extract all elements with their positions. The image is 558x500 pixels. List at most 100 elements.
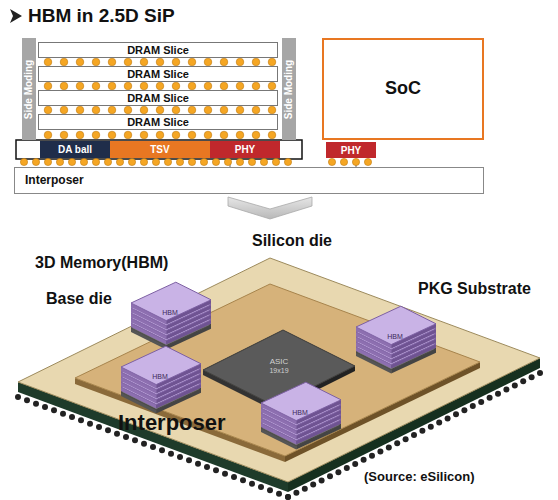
micro-bump <box>76 58 84 66</box>
package-ball <box>386 444 392 450</box>
micro-bump <box>140 82 148 90</box>
package-ball <box>403 436 409 442</box>
node-text: TSV <box>150 144 169 155</box>
c4-bump <box>68 158 75 165</box>
package-ball <box>33 401 39 407</box>
package-ball <box>132 437 138 443</box>
micro-bump <box>108 58 116 66</box>
package-ball <box>335 469 341 475</box>
dram-slice: DRAM Slice <box>38 114 278 130</box>
package-ball <box>487 395 493 401</box>
micro-bump <box>60 131 68 139</box>
package-ball <box>302 486 308 492</box>
c4-bump <box>176 158 183 165</box>
micro-bump <box>92 82 100 90</box>
node-text: Side Moding <box>284 59 295 118</box>
micro-bump <box>140 58 148 66</box>
package-ball <box>537 370 543 376</box>
micro-bump <box>140 131 148 139</box>
micro-bump <box>44 131 52 139</box>
c4-bump <box>236 158 243 165</box>
package-ball <box>87 421 93 427</box>
c4-bump <box>20 158 27 165</box>
package-ball <box>436 420 442 426</box>
package-illustration <box>15 258 543 500</box>
micro-bump <box>252 82 260 90</box>
micro-bump <box>92 106 100 114</box>
phy-region: PHY <box>210 141 280 158</box>
source-note: (Source: eSilicon) <box>364 470 475 485</box>
c4-bump <box>328 158 335 165</box>
part-label: PKG Substrate <box>418 280 531 298</box>
package-ball <box>249 481 255 487</box>
node-text: PHY <box>341 145 362 156</box>
micro-bump <box>204 131 212 139</box>
package-ball <box>78 417 84 423</box>
package-ball <box>204 464 210 470</box>
micro-bump <box>92 131 100 139</box>
c4-bump <box>352 158 359 165</box>
solder-balls <box>20 58 371 165</box>
node-text: SoC <box>385 79 421 99</box>
micro-bump <box>156 82 164 90</box>
soc-box: SoC <box>322 38 484 140</box>
part-label: Base die <box>46 290 112 308</box>
micro-bump <box>140 106 148 114</box>
micro-bump <box>236 82 244 90</box>
part-label: Silicon die <box>252 232 332 250</box>
package-ball <box>24 397 30 403</box>
chip-marking: 19x19 <box>269 367 288 375</box>
side-molding: Side Moding <box>22 38 36 140</box>
package-ball <box>495 391 501 397</box>
da-ball-region: DA ball <box>40 141 110 158</box>
c4-bump <box>44 158 51 165</box>
micro-bump <box>60 106 68 114</box>
micro-bump <box>188 131 196 139</box>
package-ball <box>177 454 183 460</box>
c4-bump <box>92 158 99 165</box>
package-ball <box>285 494 291 500</box>
chip-marking: HBM <box>152 373 168 381</box>
dram-slice: DRAM Slice <box>38 66 278 82</box>
package-ball <box>428 424 434 430</box>
micro-bump <box>92 58 100 66</box>
micro-bump <box>268 58 276 66</box>
package-ball <box>344 465 350 471</box>
micro-bump <box>268 82 276 90</box>
micro-bump <box>76 131 84 139</box>
package-ball <box>276 491 282 497</box>
micro-bump <box>220 131 228 139</box>
micro-bump <box>268 131 276 139</box>
node-text: PHY <box>235 144 256 155</box>
package-ball <box>105 427 111 433</box>
package-ball <box>231 474 237 480</box>
base-die-outline <box>16 140 302 159</box>
package-ball <box>445 415 451 421</box>
dram-layer-top <box>121 346 201 384</box>
c4-bump <box>200 158 207 165</box>
substrate-top <box>18 258 540 482</box>
package-ball <box>293 490 299 496</box>
package-ball <box>411 432 417 438</box>
micro-bump <box>188 58 196 66</box>
package-ball <box>240 477 246 483</box>
micro-bump <box>76 82 84 90</box>
c4-bump <box>116 158 123 165</box>
micro-bump <box>220 82 228 90</box>
node-text: DA ball <box>58 144 92 155</box>
package-ball <box>529 374 535 380</box>
c4-bump <box>128 158 135 165</box>
package-ball <box>267 487 273 493</box>
tsv-region: TSV <box>110 141 210 158</box>
micro-bump <box>252 106 260 114</box>
package-ball <box>195 461 201 467</box>
package-ball <box>327 473 333 479</box>
c4-bump <box>284 158 291 165</box>
micro-bump <box>236 131 244 139</box>
c4-bump <box>272 158 279 165</box>
package-ball <box>222 471 228 477</box>
package-ball <box>520 378 526 384</box>
micro-bump <box>108 82 116 90</box>
package-ball <box>461 407 467 413</box>
